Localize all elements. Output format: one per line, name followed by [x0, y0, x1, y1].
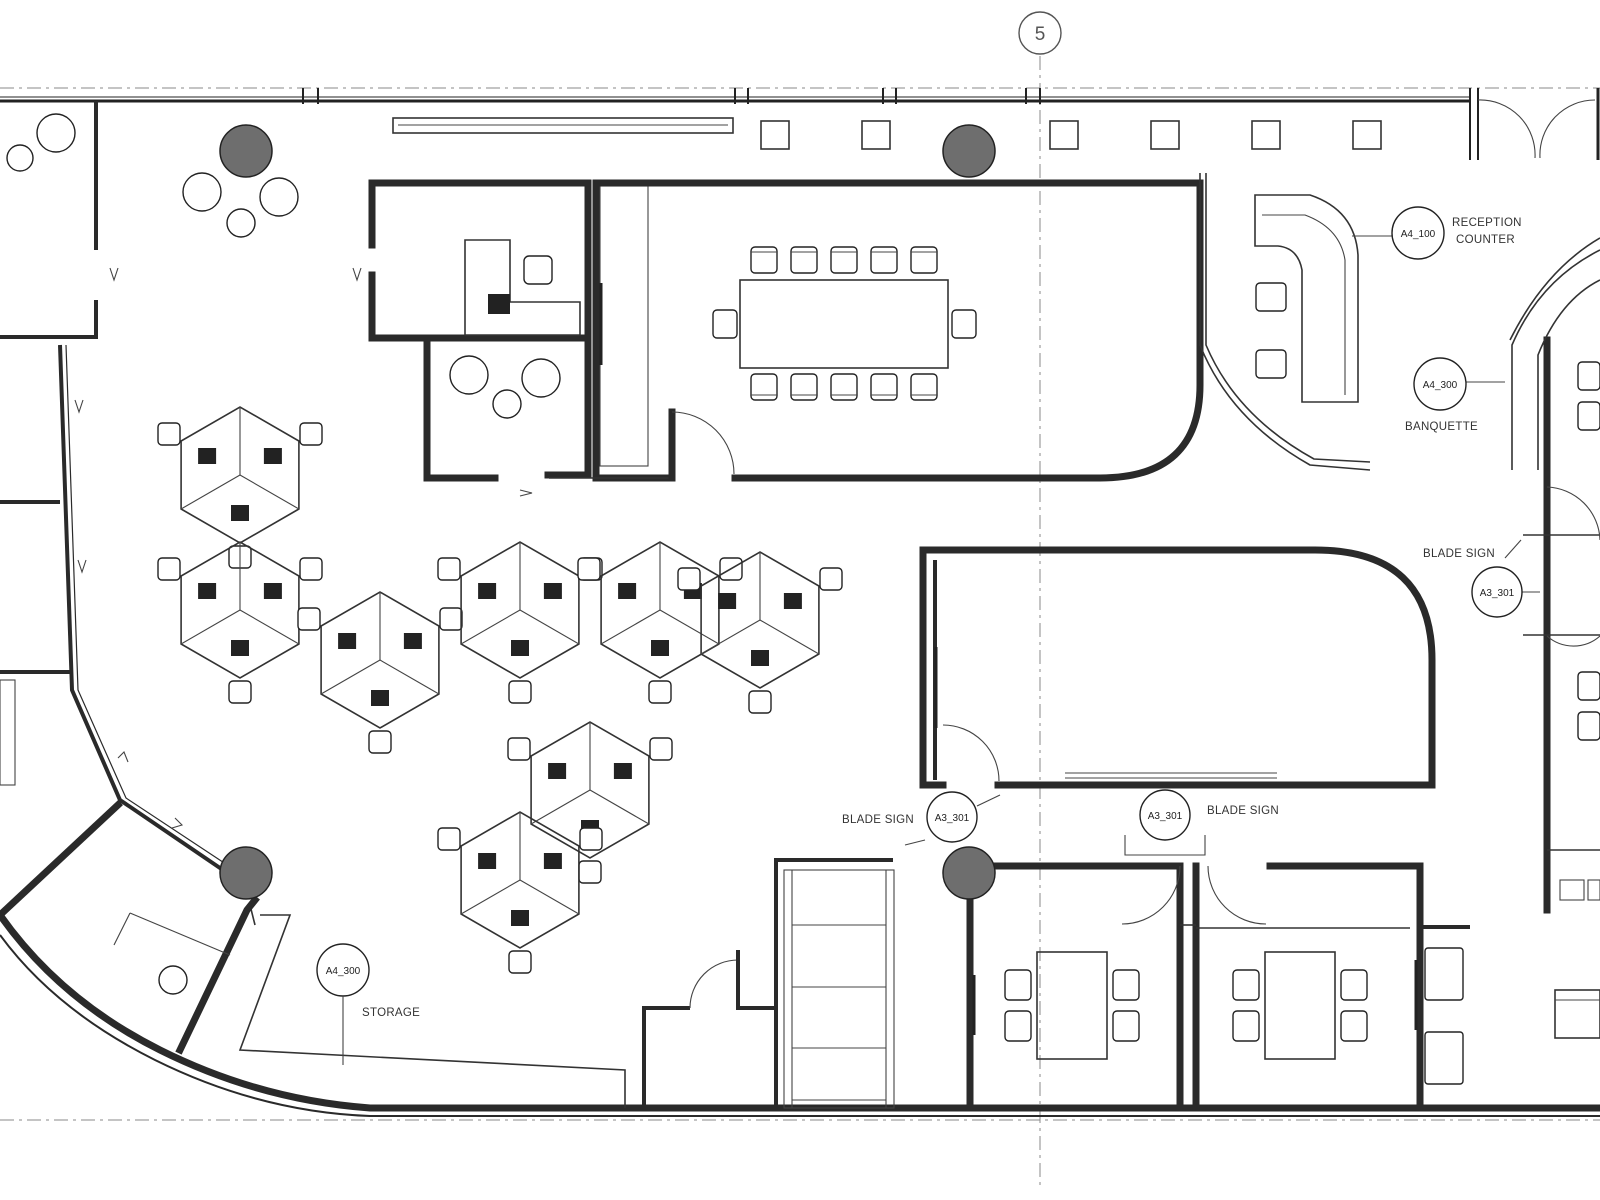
task-chair	[263, 448, 282, 464]
task-chair	[198, 448, 217, 464]
grid-lines	[0, 56, 1600, 1185]
conference-chair	[790, 373, 818, 401]
task-chair	[198, 583, 217, 599]
conference-chair	[910, 246, 938, 274]
structural-columns	[219, 124, 996, 900]
blade-sign-center-callout: BLADE SIGN A3_301	[842, 791, 1001, 846]
reception-label-line1: RECEPTION	[1452, 217, 1522, 229]
guest-chair	[507, 737, 531, 761]
task-chair	[718, 593, 737, 609]
task-chair	[403, 633, 422, 649]
conference-chair	[750, 373, 778, 401]
conference-table	[712, 246, 977, 401]
guest-chair	[677, 567, 701, 591]
task-chair	[751, 650, 769, 666]
workstation-pod	[157, 406, 323, 569]
reception-label-line2: COUNTER	[1456, 234, 1515, 246]
banquette-label: BANQUETTE	[1405, 421, 1478, 433]
guest-chair	[437, 557, 461, 581]
task-chair	[543, 583, 562, 599]
conference-chair	[790, 246, 818, 274]
grid-bubble-label: 5	[1035, 24, 1046, 45]
interior-walls	[0, 101, 1600, 1112]
ceiling-features	[392, 117, 1382, 150]
task-chair	[511, 910, 529, 926]
guest-chair	[228, 680, 252, 704]
guest-chair	[748, 690, 772, 714]
section-markers	[74, 267, 533, 829]
guest-chair	[368, 730, 392, 754]
guest-chair	[577, 557, 601, 581]
conference-chair	[750, 246, 778, 274]
guest-chair	[439, 607, 463, 631]
task-chair	[511, 640, 529, 656]
task-chair	[543, 853, 562, 869]
exterior-walls	[0, 88, 1600, 1117]
task-chair	[651, 640, 669, 656]
guest-chair	[297, 607, 321, 631]
workstation-pod	[507, 721, 673, 884]
guest-chair	[508, 680, 532, 704]
conference-chair	[870, 246, 898, 274]
blade-sign-center-tag: A3_301	[935, 813, 970, 824]
workstation-pod	[297, 591, 463, 754]
task-chair	[371, 690, 389, 706]
guest-chair	[299, 557, 323, 581]
guest-chair	[578, 860, 602, 884]
reception-counter	[1254, 194, 1359, 403]
guest-chair	[157, 422, 181, 446]
reception-callout: A4_100 RECEPTION COUNTER	[1352, 206, 1522, 260]
guest-chair	[579, 827, 603, 851]
guest-chair	[508, 950, 532, 974]
office-desk	[464, 239, 581, 336]
workstation-pod	[437, 541, 603, 704]
guest-chair	[299, 422, 323, 446]
grid-bubble: 5	[1018, 11, 1062, 55]
task-chair	[548, 763, 567, 779]
blade-sign-mid-callout: A3_301 BLADE SIGN	[1139, 789, 1279, 841]
meeting-room-right	[1232, 951, 1368, 1060]
storage-label: STORAGE	[362, 1007, 420, 1019]
workstation-pod	[157, 541, 323, 704]
storage-tag: A4_300	[326, 966, 361, 977]
task-chair	[231, 640, 249, 656]
blade-sign-mid-label: BLADE SIGN	[1207, 805, 1279, 817]
lounge-seating	[6, 113, 561, 995]
guest-chair	[649, 737, 673, 761]
task-chair	[613, 763, 632, 779]
side-tables	[1424, 947, 1600, 1085]
workstation-pod	[677, 551, 843, 714]
task-chair	[231, 505, 249, 521]
guest-chair	[819, 567, 843, 591]
task-chair	[338, 633, 357, 649]
conference-chair	[870, 373, 898, 401]
conference-chair	[910, 373, 938, 401]
banquette-callout: A4_300 BANQUETTE	[1405, 357, 1505, 433]
conference-chair	[830, 373, 858, 401]
blade-sign-mid-tag: A3_301	[1148, 811, 1183, 822]
workstation-cluster	[157, 406, 843, 974]
meeting-room-left	[1004, 951, 1140, 1060]
reception-tag: A4_100	[1401, 229, 1436, 240]
guest-chair	[157, 557, 181, 581]
workstation-pod	[437, 811, 603, 974]
guest-chair	[648, 680, 672, 704]
banquette	[1509, 237, 1600, 741]
guest-chair	[437, 827, 461, 851]
task-chair	[478, 583, 497, 599]
blade-sign-center-label: BLADE SIGN	[842, 814, 914, 826]
storage-callout: A4_300 STORAGE	[316, 943, 420, 1065]
blade-sign-right-callout: BLADE SIGN A3_301	[1423, 539, 1540, 618]
banquette-tag: A4_300	[1423, 380, 1458, 391]
task-chair	[783, 593, 802, 609]
blade-sign-right-tag: A3_301	[1480, 588, 1515, 599]
task-chair	[478, 853, 497, 869]
blade-sign-right-label: BLADE SIGN	[1423, 548, 1495, 560]
task-chair	[263, 583, 282, 599]
task-chair	[618, 583, 637, 599]
conference-chair	[830, 246, 858, 274]
